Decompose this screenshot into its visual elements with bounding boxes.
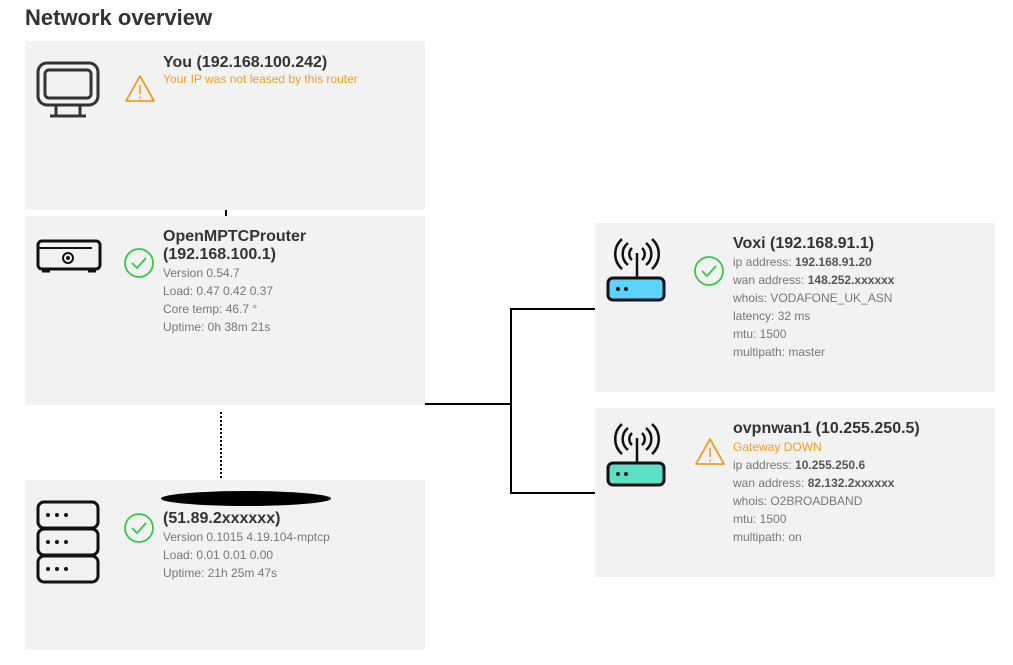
client-warning: Your IP was not leased by this router [163, 72, 358, 86]
server-title-ip: (51.89.2xxxxxx) [163, 510, 281, 527]
wan-ip-value: 192.168.91.20 [795, 255, 872, 269]
check-circle-icon [124, 248, 154, 278]
wan-whois: whois: VODAFONE_UK_ASN [733, 291, 893, 305]
check-circle-icon [694, 256, 724, 286]
wan-info-ovpnwan1: ovpnwan1 (10.255.250.5) Gateway DOWN ip … [733, 420, 920, 546]
wan-title: Voxi (192.168.91.1) [733, 235, 875, 252]
connector-vertical [510, 308, 512, 494]
wan-multipath: multipath: on [733, 530, 802, 544]
wan-address-value: 82.132.2xxxxxx [807, 476, 895, 490]
monitor-icon [36, 61, 100, 118]
warning-icon [125, 75, 155, 102]
connector-router-trunk [425, 403, 511, 405]
wifi-router-icon [606, 238, 666, 302]
check-circle-icon [124, 513, 154, 543]
page-title: Network overview [25, 5, 213, 30]
router-core-temp: Core temp: 46.7 ° [163, 302, 258, 316]
server-version: Version 0.1015 4.19.104-mptcp [163, 530, 330, 544]
server-load: Load: 0.01 0.01 0.00 [163, 548, 274, 562]
wan-ip-label: ip address: [733, 458, 796, 472]
connector-client-router [225, 210, 227, 216]
wan-address: wan address: 148.252.xxxxxx [733, 271, 894, 289]
wan-address-label: wan address: [733, 476, 808, 490]
router-title-ip: (192.168.100.1) [163, 246, 276, 263]
connector-wan1 [510, 308, 595, 310]
wan-address: wan address: 82.132.2xxxxxx [733, 474, 920, 492]
wan-mtu: mtu: 1500 [733, 512, 787, 526]
wan-ip: ip address: 10.255.250.6 [733, 456, 920, 474]
server-info: (51.89.2xxxxxx) Version 0.1015 4.19.104-… [163, 510, 330, 582]
connector-router-server [220, 412, 222, 478]
wan-address-label: wan address: [733, 273, 808, 287]
wan-ip-label: ip address: [733, 255, 796, 269]
wan-warning: Gateway DOWN [733, 440, 822, 454]
wan-address-value: 148.252.xxxxxx [807, 273, 895, 287]
router-version: Version 0.54.7 [163, 266, 240, 280]
server-uptime: Uptime: 21h 25m 47s [163, 566, 278, 580]
wan-card-ovpnwan1: ovpnwan1 (10.255.250.5) Gateway DOWN ip … [595, 408, 995, 577]
client-info: You (192.168.100.242) Your IP was not le… [163, 54, 358, 86]
wan-multipath: multipath: master [733, 345, 826, 359]
wan-mtu: mtu: 1500 [733, 327, 787, 341]
router-uptime: Uptime: 0h 38m 21s [163, 320, 271, 334]
wan-ip-value: 10.255.250.6 [795, 458, 866, 472]
wan-latency: latency: 32 ms [733, 309, 811, 323]
warning-icon [695, 438, 725, 465]
router-card: OpenMPTCProuter (192.168.100.1) Version … [25, 216, 425, 405]
router-box-icon [36, 239, 102, 273]
wan-ip: ip address: 192.168.91.20 [733, 253, 894, 271]
client-title: You (192.168.100.242) [163, 54, 328, 71]
wan-whois: whois: O2BROADBAND [733, 494, 863, 508]
server-card: (51.89.2xxxxxx) Version 0.1015 4.19.104-… [25, 480, 425, 650]
redacted-hostname [161, 491, 331, 506]
router-title-name: OpenMPTCProuter [163, 228, 307, 245]
router-info: OpenMPTCProuter (192.168.100.1) Version … [163, 228, 306, 336]
wifi-router-icon [606, 423, 666, 487]
wan-info-voxi: Voxi (192.168.91.1) ip address: 192.168.… [733, 235, 894, 361]
wan-card-voxi: Voxi (192.168.91.1) ip address: 192.168.… [595, 223, 995, 392]
client-card: You (192.168.100.242) Your IP was not le… [25, 41, 425, 210]
connector-wan2 [510, 492, 595, 494]
router-load: Load: 0.47 0.42 0.37 [163, 284, 274, 298]
wan-title: ovpnwan1 (10.255.250.5) [733, 420, 920, 437]
server-stack-icon [36, 500, 100, 584]
